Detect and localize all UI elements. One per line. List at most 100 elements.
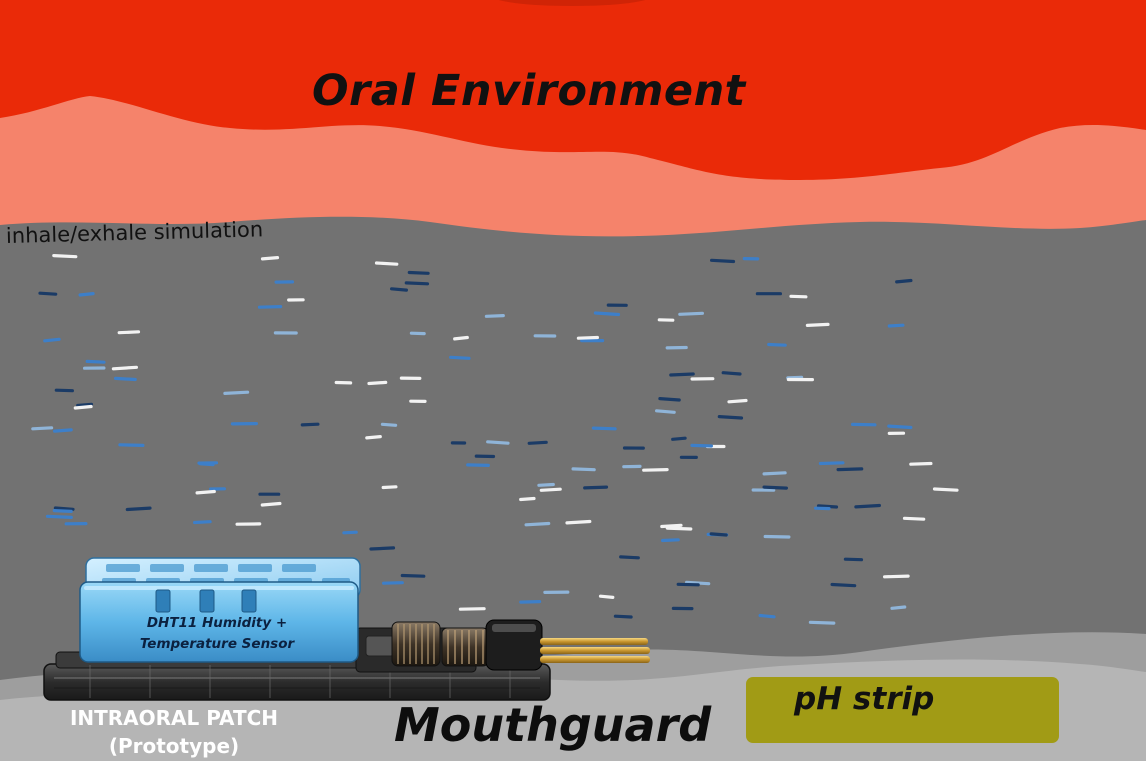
airflow-particle [527, 440, 548, 445]
ph-strip: pH strip [746, 677, 1059, 743]
sensor-label: DHT11 Humidity + Temperature Sensor [86, 613, 348, 655]
airflow-particle [789, 294, 808, 299]
sensor-label-line2: Temperature Sensor [139, 636, 295, 652]
airflow-particle [808, 620, 836, 625]
airflow-particle [367, 380, 388, 386]
airflow-particle [257, 305, 283, 309]
airflow-particle [671, 436, 687, 441]
airflow-particle [763, 534, 791, 539]
airflow-particles [31, 254, 959, 625]
airflow-particle [195, 489, 216, 495]
airflow-particle [484, 314, 505, 318]
airflow-particle [836, 467, 864, 472]
airflow-particle [52, 509, 73, 513]
mouthguard-label: Mouthguard [394, 698, 712, 752]
airflow-particle [52, 254, 78, 259]
airflow-particle [709, 532, 728, 537]
airflow-particle [676, 582, 700, 587]
airflow-particle [678, 311, 705, 316]
airflow-particle [374, 261, 399, 266]
airflow-particle [400, 573, 426, 578]
airflow-particle [453, 335, 469, 341]
airflow-particle [882, 574, 910, 579]
airflow-particle [890, 605, 907, 610]
airflow-particle [887, 323, 905, 328]
airflow-particle [690, 443, 714, 448]
gold-pin [540, 638, 648, 645]
airflow-particle [31, 426, 54, 431]
airflow-particle [260, 501, 282, 507]
airflow-particle [902, 516, 926, 521]
airflow-particle [38, 291, 58, 296]
airflow-particle [260, 256, 280, 261]
airflow-particle [381, 485, 398, 490]
airflow-particle [466, 463, 490, 467]
airflow-particle [762, 485, 789, 490]
airflow-particle [805, 322, 830, 327]
airflow-particle [519, 599, 542, 604]
airflow-particle [854, 503, 882, 509]
airflow-particle [660, 538, 680, 543]
patch-label-line2: (Prototype) [108, 734, 240, 758]
airflow-particle [684, 580, 711, 586]
tissue-shadow [498, 0, 646, 6]
airflow-particle [365, 435, 382, 440]
airflow-particle [843, 557, 864, 562]
airflow-particle [539, 487, 562, 492]
airflow-particle [111, 365, 138, 371]
airflow-particle [342, 530, 358, 535]
airflow-particle [524, 521, 551, 527]
airflow-particle [613, 614, 633, 619]
airflow-particle [665, 526, 693, 531]
connector-housing [485, 619, 543, 671]
airflow-particle [54, 388, 75, 393]
airflow-particle [660, 523, 683, 529]
airflow-particle [669, 372, 695, 377]
airflow-particle [458, 607, 486, 611]
airflow-particle [300, 422, 320, 427]
airflow-particle [932, 487, 959, 492]
sensor-label-line1: DHT11 Humidity + [146, 615, 288, 631]
airflow-particle [571, 467, 596, 472]
airflow-particle [830, 582, 857, 588]
airflow-particle [193, 520, 212, 525]
airflow-particle [591, 426, 617, 431]
airflow-particle [118, 443, 145, 447]
airflow-particle [52, 428, 73, 433]
airflow-particle [786, 375, 804, 380]
airflow-particle [593, 311, 621, 317]
airflow-particle [113, 376, 137, 382]
gold-pin [540, 647, 650, 654]
airflow-particle [45, 514, 73, 520]
gold-pin [540, 656, 650, 663]
airflow-particle [390, 287, 408, 292]
airflow-particle [53, 506, 75, 511]
airflow-particle [762, 471, 787, 476]
airflow-particle [818, 461, 845, 466]
airflow-particle [449, 355, 471, 360]
airflow-particle [642, 468, 669, 472]
airflow-particle [658, 397, 681, 402]
airflow-particle [727, 398, 748, 404]
airflow-particle [887, 424, 913, 430]
airflow-particle [519, 496, 536, 502]
airflow-particle [895, 278, 913, 284]
airflow-particle [76, 402, 94, 408]
airflow-particle [382, 581, 404, 585]
airflow-particle [73, 404, 93, 410]
airflow-particle [537, 482, 555, 487]
airflow-particle [654, 409, 676, 414]
airflow-particle [125, 506, 152, 512]
airflow-particle [816, 504, 839, 509]
airflow-particle [369, 546, 396, 551]
airflow-particle [223, 390, 250, 395]
airflow-particle [404, 281, 430, 286]
airflow-particle [380, 422, 398, 427]
oral-tissue-dark [0, 0, 1146, 180]
airflow-particle [565, 519, 592, 525]
ph-strip-label: pH strip [794, 681, 935, 717]
patch-label: INTRAORAL PATCH (Prototype) [44, 704, 304, 760]
airflow-particle [583, 485, 609, 490]
airflow-particle [909, 461, 933, 466]
